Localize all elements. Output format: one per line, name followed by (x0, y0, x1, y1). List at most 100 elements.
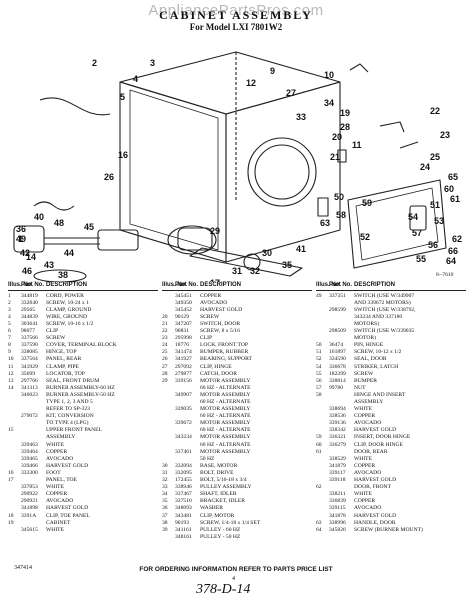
part-description: MOTOR) (354, 335, 376, 342)
illus-number: 20 (162, 313, 168, 320)
illus-number: 50 (316, 342, 322, 349)
illus-number (316, 399, 329, 406)
callout-label: 39 (50, 280, 60, 282)
callout-label: 17 (210, 278, 220, 282)
part-description: MOTOR ASSEMBLY (200, 391, 251, 398)
illus-number: 49 (316, 292, 322, 299)
part-description: 50 HZ (200, 455, 215, 462)
part-description: CLIP, DOOR HINGE (354, 441, 403, 448)
part-description: 343234 AND 337180 (354, 313, 403, 320)
callout-label: 11 (352, 140, 362, 150)
part-number: 337510 (175, 498, 192, 505)
part-number (175, 385, 200, 392)
callout-label: 38 (58, 270, 68, 280)
part-description: SCREW, 8 x 5/16 (200, 328, 240, 335)
parts-row: MOTORS) (316, 321, 466, 328)
callout-label: 50 (334, 192, 344, 202)
part-number: 338996 (329, 519, 346, 526)
part-number: 298509 (329, 328, 346, 335)
part-number: 341879 (329, 462, 346, 469)
illus-number (316, 513, 329, 520)
callout-label: 53 (434, 216, 444, 226)
part-description: 60 HZ - ALTERNATE (200, 399, 251, 405)
callout-label: 41 (296, 244, 306, 254)
part-description: SCREW (200, 313, 220, 320)
callout-label: 10 (324, 70, 334, 80)
part-number: 295998 (175, 335, 192, 342)
callout-label: 48 (54, 218, 64, 228)
document-code: 347414 (14, 565, 32, 571)
callout-label: 26 (104, 172, 114, 182)
illus-number (316, 456, 329, 463)
illus-number (316, 413, 329, 420)
illus-number: 56 (316, 377, 322, 384)
part-description: MOTOR ASSEMBLY (200, 377, 251, 384)
parts-row: 343234 AND 337180 (316, 314, 466, 321)
part-description: HARVEST GOLD (46, 462, 89, 469)
part-description: MOTOR ASSEMBLY (200, 448, 251, 455)
parts-row: 60 HZ - ALTERNATE (162, 427, 312, 434)
part-description: HARVEST GOLD (200, 306, 243, 313)
illus-number (8, 413, 21, 420)
part-description: COPPER (200, 292, 222, 299)
part-description: DOOR, FRONT (354, 484, 391, 491)
illus-number (162, 406, 175, 413)
cabinet-drawing (13, 51, 447, 282)
part-description: UPPER FRONT PANEL (46, 427, 102, 434)
callout-label: 46 (22, 266, 32, 276)
part-number: 339035 (175, 406, 192, 413)
callout-label: 42 (20, 248, 30, 258)
illus-number (162, 300, 175, 307)
header-part-no: Part No. (175, 282, 199, 288)
illus-number: 10 (8, 356, 14, 363)
part-number: 90831 (175, 328, 189, 335)
illus-number (316, 470, 329, 477)
part-description: COPPER (354, 462, 376, 469)
callout-label: 30 (262, 248, 272, 258)
part-description: PANEL, TOE (46, 477, 77, 484)
parts-row: ASSEMBLY (8, 434, 158, 441)
illus-number (316, 498, 329, 505)
part-description: MOTOR ASSEMBLY (200, 420, 251, 427)
header-illus-no: Illus. No. (162, 282, 188, 288)
illus-number: 34 (162, 491, 168, 498)
header-illus-no: Illus. No. (8, 282, 34, 288)
column-header: Illus. No.Part No.DESCRIPTION (162, 282, 312, 291)
part-number: 339118 (329, 477, 346, 484)
part-number: 345615 (21, 526, 38, 533)
part-number: 343234 (175, 434, 192, 441)
callout-label: 19 (340, 108, 350, 118)
part-description: SEAL, DOOR (354, 356, 387, 363)
parts-row: AND 339672 MOTORS) (316, 300, 466, 307)
illus-number (316, 314, 329, 321)
illus-number: 61 (316, 448, 322, 455)
part-description: CLAMP, PIPE (46, 363, 79, 370)
callout-label: 62 (452, 234, 462, 244)
part-number: 338536 (329, 413, 346, 420)
illus-number (8, 491, 21, 498)
part-number: 345826 (329, 526, 346, 533)
illus-number (8, 484, 21, 491)
part-number: 341898 (21, 505, 38, 512)
